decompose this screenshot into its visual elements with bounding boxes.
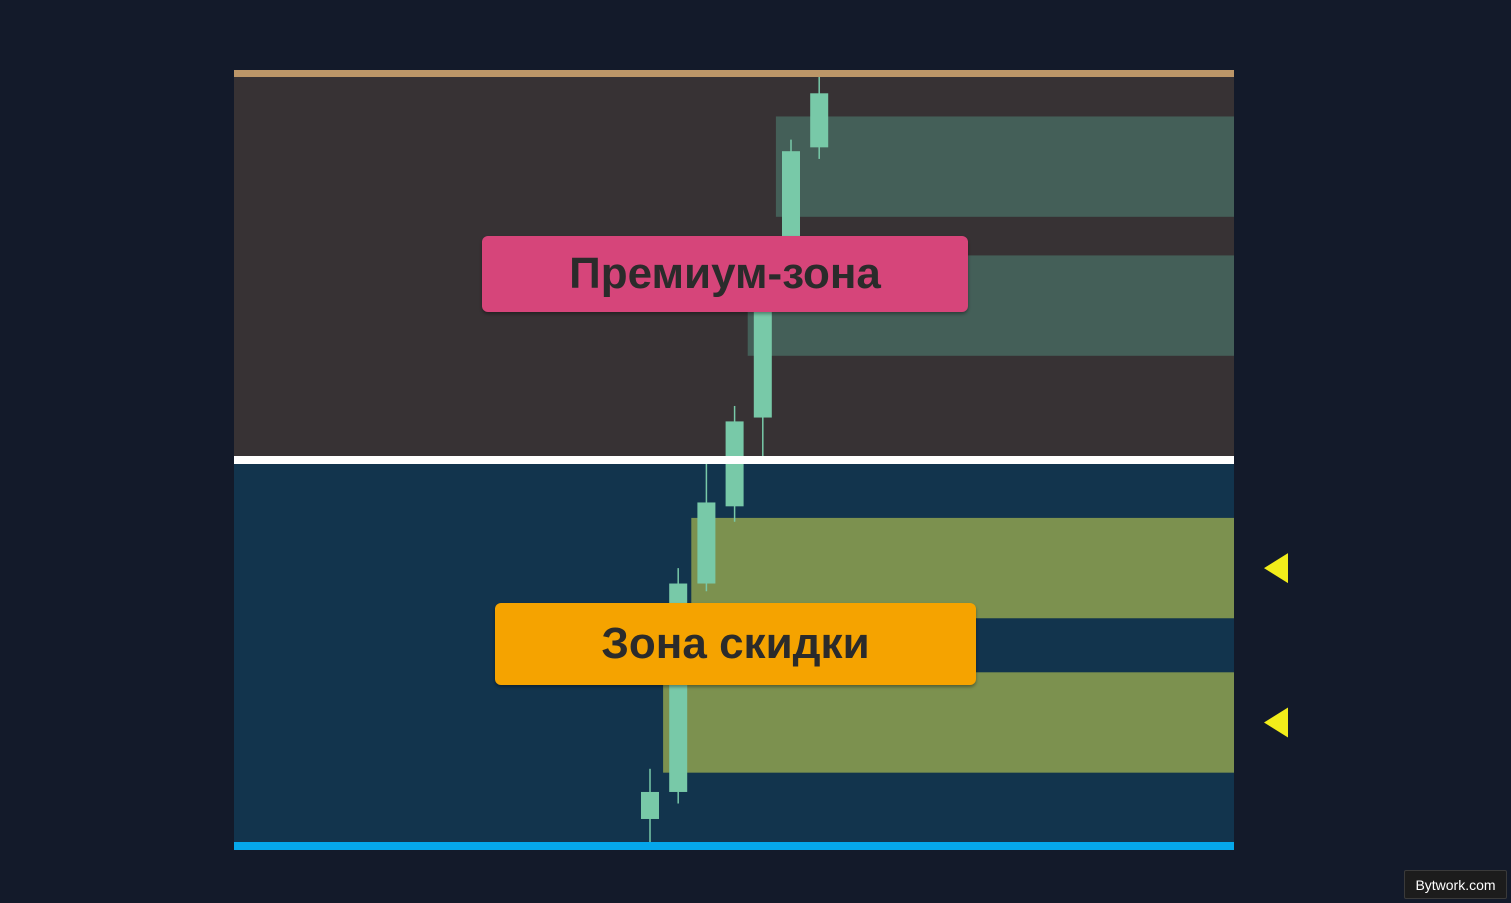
- candle-body-6: [782, 151, 800, 237]
- discount-block-4: [663, 672, 1234, 773]
- premium-top-line: [234, 70, 1234, 77]
- candle-body-3: [697, 502, 716, 584]
- block-marker-icon-1: [1264, 553, 1288, 584]
- discount-zone-label: Зона скидки: [495, 603, 976, 685]
- block-marker-icon-2: [1264, 707, 1288, 738]
- premium-block-1: [775, 116, 1234, 217]
- premium-zone-label: Премиум-зона: [482, 236, 968, 312]
- candle-body-7: [810, 93, 829, 148]
- candle-body-1: [641, 791, 659, 819]
- discount-bottom-line: [234, 842, 1234, 850]
- watermark: Bytwork.com: [1404, 870, 1507, 899]
- discount-block-3: [691, 517, 1234, 619]
- equilibrium-line: [234, 456, 1234, 464]
